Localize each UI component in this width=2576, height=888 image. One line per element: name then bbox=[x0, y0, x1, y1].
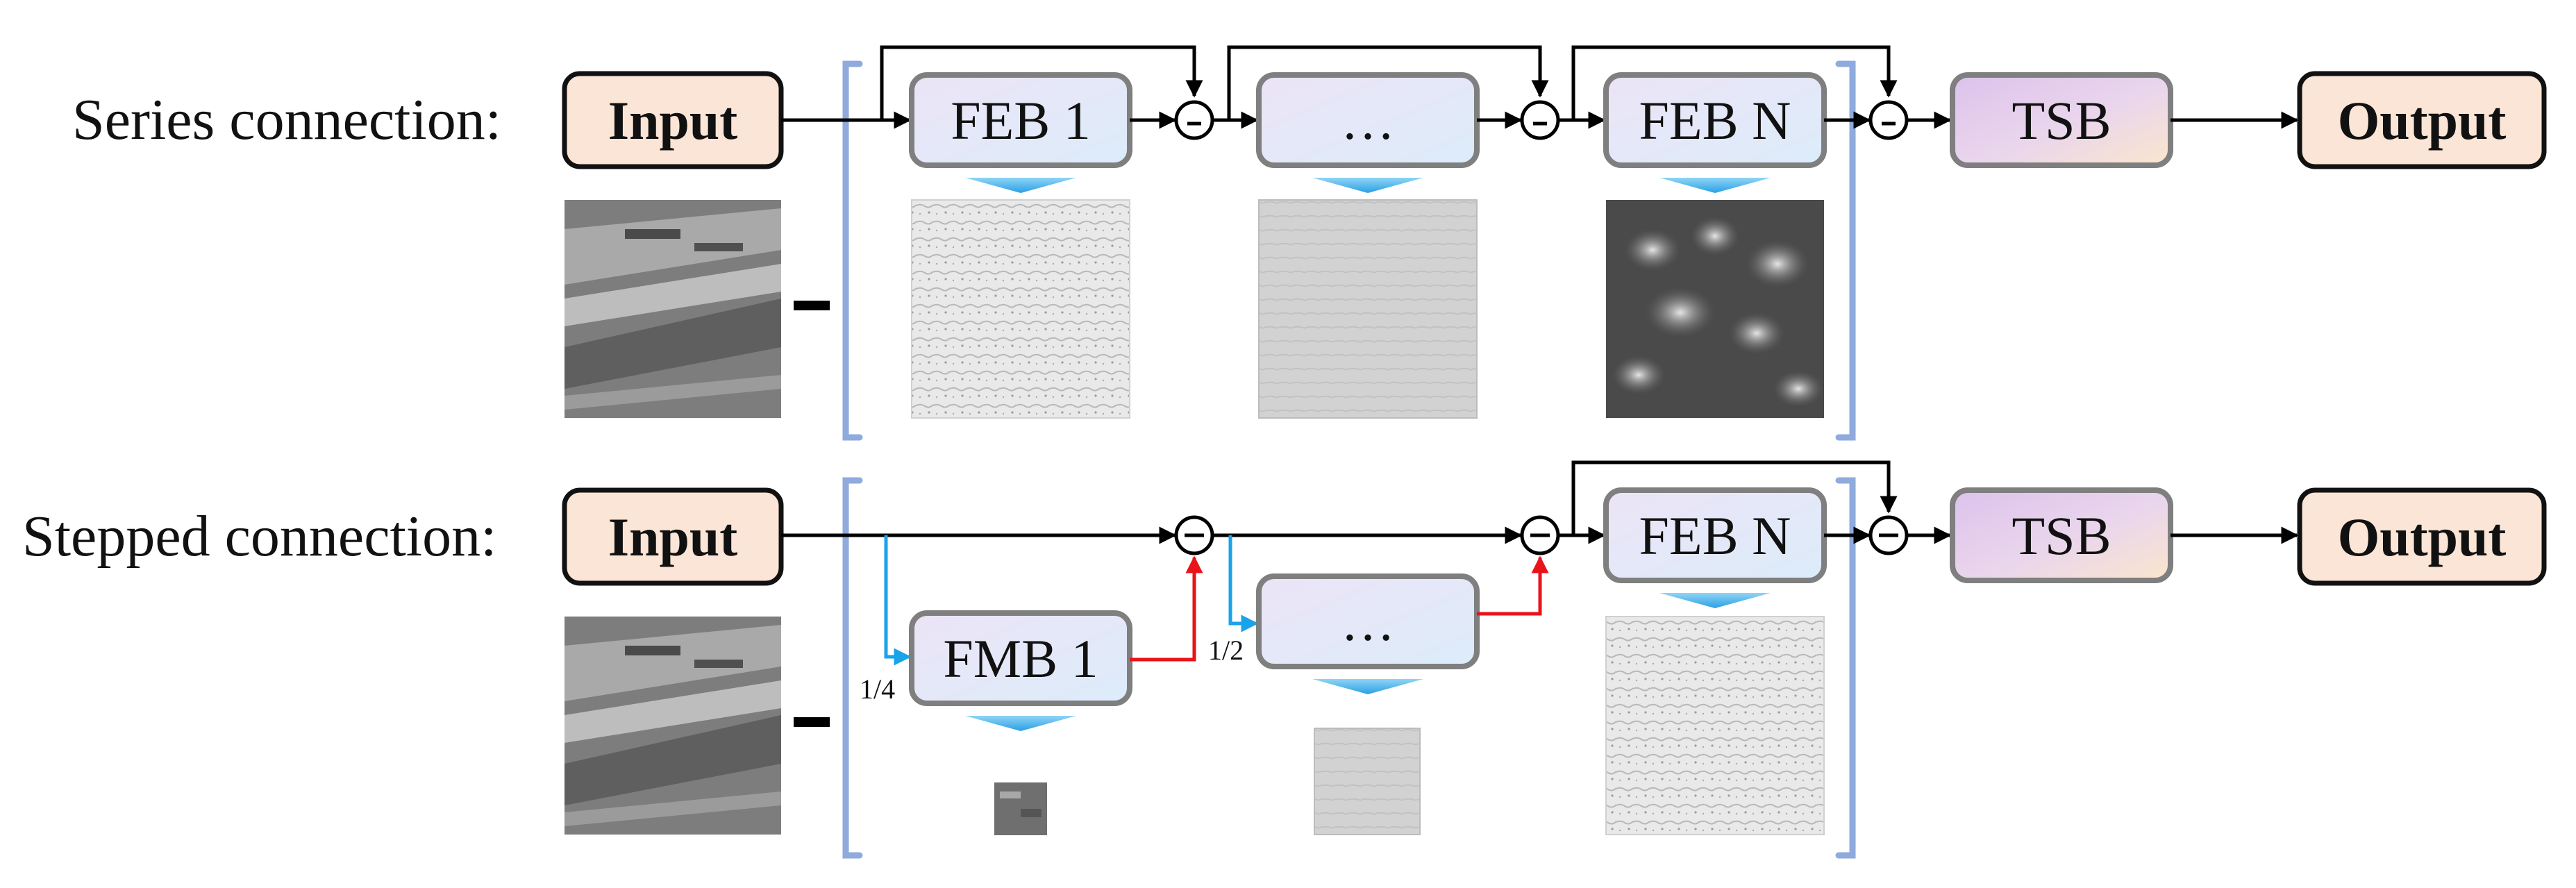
series-skip-connection-3 bbox=[1571, 45, 1898, 120]
stepped-block-3-label: FEB N bbox=[1639, 505, 1791, 566]
stepped-tsb-box: TSB bbox=[1950, 487, 2173, 583]
series-subtract-node-3 bbox=[1868, 100, 1909, 140]
series-tsb-box: TSB bbox=[1950, 72, 2173, 168]
stepped-downsample-arrow-2 bbox=[1228, 535, 1259, 633]
stepped-tsb-label: TSB bbox=[2012, 505, 2111, 566]
series-feature-triangle-2 bbox=[1312, 178, 1423, 193]
stepped-block-3: FEB N bbox=[1603, 487, 1827, 583]
series-skip-connection-1 bbox=[880, 45, 1203, 120]
series-subtract-node-1 bbox=[1174, 100, 1214, 140]
series-output-box: Output bbox=[2297, 71, 2547, 169]
series-input-image bbox=[564, 200, 781, 418]
stepped-scale-label-2: 1/2 bbox=[1208, 635, 1244, 666]
stepped-subtract-node-1 bbox=[1174, 515, 1214, 555]
series-right-bracket bbox=[1835, 60, 1856, 441]
series-skip-connection-2 bbox=[1227, 45, 1549, 120]
series-feature-triangle-3 bbox=[1659, 178, 1771, 193]
stepped-subtract-node-2 bbox=[1520, 515, 1560, 555]
stepped-right-bracket bbox=[1835, 477, 1856, 859]
stepped-block-1-label: FMB 1 bbox=[943, 628, 1098, 689]
stepped-left-bracket bbox=[842, 477, 863, 859]
stepped-subtract-node-3 bbox=[1868, 515, 1909, 555]
series-subtract-node-2 bbox=[1520, 100, 1560, 140]
stepped-connection-label: Stepped connection: bbox=[22, 504, 496, 569]
stepped-merge-arrow-2 bbox=[1477, 555, 1549, 616]
stepped-feature-map-3 bbox=[1605, 616, 1825, 835]
series-block-1: FEB 1 bbox=[909, 72, 1132, 168]
series-block-2: … bbox=[1256, 72, 1480, 168]
series-block-2-label: … bbox=[1341, 90, 1395, 151]
stepped-feature-triangle-2 bbox=[1312, 679, 1423, 694]
series-tsb-label: TSB bbox=[2012, 90, 2111, 151]
series-input-box: Input bbox=[562, 71, 784, 169]
stepped-block-2: … bbox=[1256, 573, 1480, 669]
stepped-feature-map-2 bbox=[1314, 728, 1421, 835]
series-output-label: Output bbox=[2338, 90, 2507, 151]
stepped-input-image bbox=[564, 617, 781, 835]
stepped-skip-connection bbox=[1571, 460, 1898, 535]
stepped-scale-label-1: 1/4 bbox=[860, 673, 895, 705]
stepped-input-box: Input bbox=[562, 487, 784, 586]
stepped-input-label: Input bbox=[608, 507, 737, 567]
series-feature-map-1 bbox=[911, 199, 1130, 419]
stepped-downsample-arrow-1 bbox=[884, 535, 912, 666]
series-block-3: FEB N bbox=[1603, 72, 1827, 168]
series-input-label: Input bbox=[608, 90, 737, 151]
series-feature-map-2 bbox=[1258, 199, 1478, 419]
stepped-output-label: Output bbox=[2338, 507, 2507, 567]
stepped-output-box: Output bbox=[2297, 487, 2547, 586]
series-connection-label: Series connection: bbox=[72, 87, 501, 152]
series-block-1-label: FEB 1 bbox=[951, 90, 1091, 151]
stepped-connection-row: Stepped connection: Input 1/4 FMB 1 bbox=[22, 460, 2547, 859]
stepped-minus-sign bbox=[794, 717, 830, 727]
stepped-feature-map-1 bbox=[994, 782, 1047, 835]
series-feature-map-3 bbox=[1606, 200, 1824, 418]
series-minus-sign bbox=[794, 301, 830, 310]
series-left-bracket bbox=[842, 60, 863, 441]
stepped-block-1: FMB 1 bbox=[909, 610, 1132, 706]
stepped-block-2-label: … bbox=[1341, 592, 1395, 652]
stepped-feature-triangle-1 bbox=[965, 716, 1076, 731]
series-feature-triangle-1 bbox=[965, 178, 1076, 193]
stepped-merge-arrow-1 bbox=[1130, 555, 1203, 662]
series-connection-row: Series connection: Input FEB 1 bbox=[72, 45, 2547, 441]
series-block-3-label: FEB N bbox=[1639, 90, 1791, 151]
stepped-feature-triangle-3 bbox=[1659, 593, 1771, 608]
